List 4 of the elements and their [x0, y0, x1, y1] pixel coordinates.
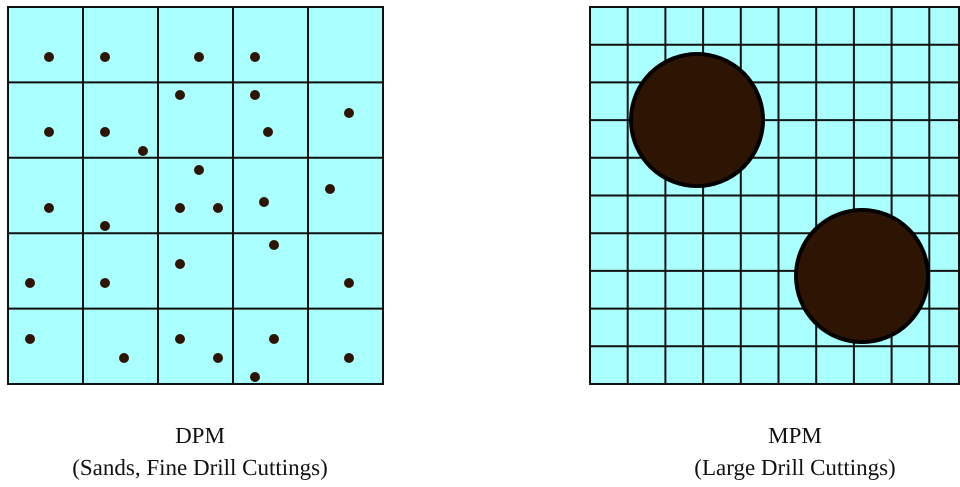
- model-label: DPM: [175, 424, 225, 447]
- model-description: (Sands, Fine Drill Cuttings): [72, 456, 328, 479]
- model-description: (Large Drill Cuttings): [694, 456, 896, 479]
- model-label: MPM: [768, 424, 822, 447]
